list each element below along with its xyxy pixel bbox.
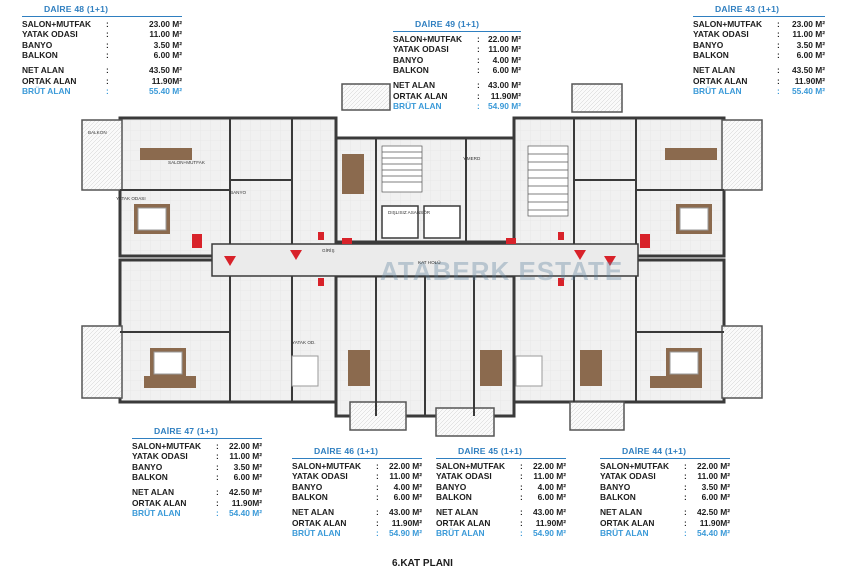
area-row: BANYO:3.50 M² — [132, 461, 262, 472]
unit-card-d46: DAİRE 46 (1+1) SALON+MUTFAK:22.00 M² YAT… — [292, 446, 422, 539]
divider — [600, 457, 730, 459]
area-row: YATAK ODASI:11.00 M² — [22, 29, 182, 40]
divider — [436, 457, 566, 459]
doors — [192, 232, 650, 286]
area-row: YATAK ODASI:11.00 M² — [132, 451, 262, 462]
common-area-row: ORTAK ALAN:11.90M² — [393, 90, 521, 101]
net-area-row: NET ALAN:43.50 M² — [22, 64, 182, 75]
area-row: BANYO:3.50 M² — [693, 39, 825, 50]
unit-card-d49: DAİRE 49 (1+1) SALON+MUTFAK:22.00 M² YAT… — [393, 19, 521, 112]
elevators — [381, 205, 461, 239]
balconies — [81, 83, 763, 437]
gross-area-row: BRÜT ALAN:54.90 M² — [393, 101, 521, 112]
area-row: SALON+MUTFAK:22.00 M² — [436, 460, 566, 471]
area-row: SALON+MUTFAK:23.00 M² — [693, 18, 825, 29]
common-area-row: ORTAK ALAN:11.90M² — [693, 75, 825, 86]
divider — [693, 15, 825, 17]
area-row: BANYO:4.00 M² — [393, 54, 521, 65]
gross-area-row: BRÜT ALAN:54.90 M² — [436, 528, 566, 539]
common-area-row: ORTAK ALAN:11.90M² — [22, 75, 182, 86]
area-row: BANYO:3.50 M² — [600, 481, 730, 492]
entrance-arrows — [224, 250, 616, 266]
area-row: YATAK ODASI:11.00 M² — [292, 471, 422, 482]
area-row: SALON+MUTFAK:22.00 M² — [393, 33, 521, 44]
unit-title: DAİRE 47 (1+1) — [154, 426, 219, 436]
area-row: YATAK ODASI:11.00 M² — [436, 471, 566, 482]
net-area-row: NET ALAN:43.00 M² — [436, 506, 566, 517]
divider — [393, 30, 521, 32]
area-row: BANYO:4.00 M² — [292, 481, 422, 492]
area-row: BALKON:6.00 M² — [292, 492, 422, 503]
interior-walls — [120, 118, 724, 416]
unit-card-d43: DAİRE 43 (1+1) SALON+MUTFAK:23.00 M² YAT… — [693, 4, 825, 97]
watermark-logo: ATABERK ESTATE — [380, 256, 623, 286]
area-row: BALKON:6.00 M² — [132, 472, 262, 483]
area-row: BALKON:6.00 M² — [436, 492, 566, 503]
area-row: SALON+MUTFAK:23.00 M² — [22, 18, 182, 29]
area-row: YATAK ODASI:11.00 M² — [600, 471, 730, 482]
area-row: SALON+MUTFAK:22.00 M² — [132, 440, 262, 451]
area-row: SALON+MUTFAK:22.00 M² — [600, 460, 730, 471]
common-area-row: ORTAK ALAN:11.90M² — [292, 517, 422, 528]
common-area-row: ORTAK ALAN:11.90M² — [132, 497, 262, 508]
gross-area-row: BRÜT ALAN:54.40 M² — [132, 508, 262, 519]
net-area-row: NET ALAN:43.50 M² — [693, 64, 825, 75]
beds — [137, 207, 709, 387]
divider — [292, 457, 422, 459]
stair-core — [381, 145, 569, 217]
floor-plan-title: 6.KAT PLANI — [392, 558, 453, 569]
unit-card-d44: DAİRE 44 (1+1) SALON+MUTFAK:22.00 M² YAT… — [600, 446, 730, 539]
unit-title: DAİRE 44 (1+1) — [622, 446, 687, 456]
divider — [132, 437, 262, 439]
net-area-row: NET ALAN:42.50 M² — [600, 506, 730, 517]
unit-card-d48: DAİRE 48 (1+1) SALON+MUTFAK:23.00 M² YAT… — [22, 4, 182, 97]
unit-title: DAİRE 49 (1+1) — [415, 19, 480, 29]
common-area-row: ORTAK ALAN:11.90M² — [600, 517, 730, 528]
area-row: BALKON:6.00 M² — [22, 50, 182, 61]
area-row: YATAK ODASI:11.00 M² — [393, 44, 521, 55]
gross-area-row: BRÜT ALAN:55.40 M² — [693, 86, 825, 97]
area-row: YATAK ODASI:11.00 M² — [693, 29, 825, 40]
common-area-row: ORTAK ALAN:11.90M² — [436, 517, 566, 528]
area-row: BALKON:6.00 M² — [393, 65, 521, 76]
divider — [22, 15, 182, 17]
gross-area-row: BRÜT ALAN:54.40 M² — [600, 528, 730, 539]
gross-area-row: BRÜT ALAN:54.90 M² — [292, 528, 422, 539]
net-area-row: NET ALAN:43.00 M² — [393, 79, 521, 90]
unit-title: DAİRE 46 (1+1) — [314, 446, 379, 456]
unit-title: DAİRE 43 (1+1) — [715, 4, 780, 14]
gross-area-row: BRÜT ALAN:55.40 M² — [22, 86, 182, 97]
unit-title: DAİRE 45 (1+1) — [458, 446, 523, 456]
corridor — [211, 243, 639, 277]
area-row: BALKON:6.00 M² — [600, 492, 730, 503]
area-row: BALKON:6.00 M² — [693, 50, 825, 61]
area-row: BANYO:4.00 M² — [436, 481, 566, 492]
unit-card-d47: DAİRE 47 (1+1) SALON+MUTFAK:22.00 M² YAT… — [132, 426, 262, 519]
area-row: BANYO:3.50 M² — [22, 39, 182, 50]
area-row: SALON+MUTFAK:22.00 M² — [292, 460, 422, 471]
unit-title: DAİRE 48 (1+1) — [44, 4, 109, 14]
net-area-row: NET ALAN:43.00 M² — [292, 506, 422, 517]
net-area-row: NET ALAN:42.50 M² — [132, 486, 262, 497]
floor-plan: ATABERK ESTATE — [81, 83, 763, 437]
unit-card-d45: DAİRE 45 (1+1) SALON+MUTFAK:22.00 M² YAT… — [436, 446, 566, 539]
